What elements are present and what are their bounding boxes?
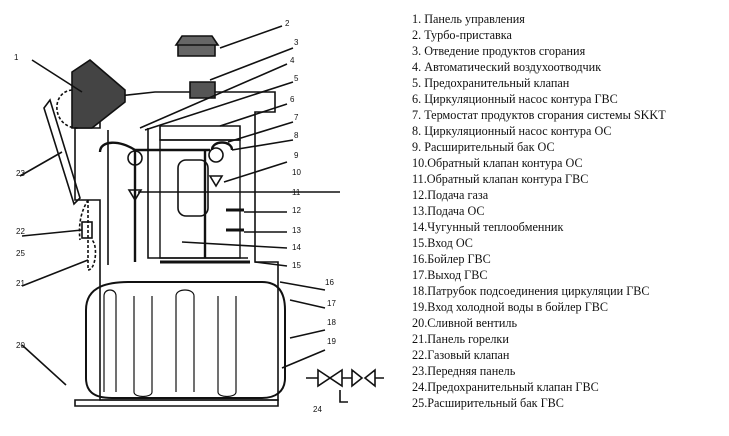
legend-item: 13.Подача ОС: [412, 204, 485, 218]
legend-list: 1. Панель управления 2. Турбо-приставка …: [412, 11, 727, 411]
legend-item: 23.Передняя панель: [412, 364, 516, 378]
control-panel: [71, 58, 126, 129]
legend-item: 7. Термостат продуктов сгорания системы …: [412, 108, 666, 122]
callout-20: 20: [16, 341, 25, 350]
callout-19: 19: [327, 337, 336, 346]
legend-item: 2. Турбо-приставка: [412, 28, 512, 42]
callout-3: 3: [294, 38, 299, 47]
callout-10: 10: [292, 168, 301, 177]
callout-13: 13: [292, 226, 301, 235]
callout-18: 18: [327, 318, 336, 327]
pump-dhw: [127, 150, 143, 166]
callout-15: 15: [292, 261, 301, 270]
callout-8: 8: [294, 131, 299, 140]
legend-item: 25.Расширительный бак ГВС: [412, 396, 564, 410]
callout-21: 21: [16, 279, 25, 288]
legend-item: 24.Предохранительный клапан ГВС: [412, 380, 599, 394]
callout-22: 22: [16, 227, 25, 236]
legend-item: 19.Вход холодной воды в бойлер ГВС: [412, 300, 608, 314]
callout-7: 7: [294, 113, 299, 122]
coil: [103, 296, 237, 392]
legend-item: 17.Выход ГВС: [412, 268, 488, 282]
callout-labels: 1 2 3 4 5 6 7 8 9 10 11 12 13 14 15 16 1…: [14, 19, 336, 414]
callout-4: 4: [290, 56, 295, 65]
callout-14: 14: [292, 243, 301, 252]
callout-2: 2: [285, 19, 290, 28]
callout-11: 11: [292, 188, 301, 197]
pump-os: [208, 147, 224, 163]
check-valve-dhw: [127, 189, 143, 202]
legend-item: 14.Чугунный теплообменник: [412, 220, 564, 234]
flue-outlet: [189, 81, 216, 99]
legend-item: 4. Автоматический воздухоотводчик: [412, 60, 602, 74]
callout-5: 5: [294, 74, 299, 83]
expansion-tank-os: [177, 159, 209, 217]
legend-item: 21.Панель горелки: [412, 332, 509, 346]
callout-9: 9: [294, 151, 299, 160]
heat-exchanger: [159, 139, 241, 259]
callout-1: 1: [14, 53, 19, 62]
legend-item: 1. Панель управления: [412, 12, 525, 26]
callout-17: 17: [327, 299, 336, 308]
turbo-attachment: [174, 35, 220, 57]
callout-12: 12: [292, 206, 301, 215]
dhw-boiler: [85, 281, 286, 399]
legend-item: 5. Предохранительный клапан: [412, 76, 570, 90]
callout-16: 16: [325, 278, 334, 287]
legend-item: 3. Отведение продуктов сгорания: [412, 44, 586, 58]
legend-item: 9. Расширительный бак ОС: [412, 140, 555, 154]
legend-item: 6. Циркуляционный насос контура ГВС: [412, 92, 618, 106]
front-panel: [43, 98, 81, 206]
legend-item: 8. Циркуляционный насос контура ОС: [412, 124, 612, 138]
safety-valve-dhw: [306, 368, 384, 403]
legend-item: 18.Патрубок подсоединения циркуляции ГВС: [412, 284, 650, 298]
legend-item: 12.Подача газа: [412, 188, 489, 202]
check-valve-os: [208, 175, 224, 188]
legend-item: 11.Обратный клапан контура ГВС: [412, 172, 589, 186]
legend-item: 10.Обратный клапан контура ОС: [412, 156, 583, 170]
gas-valve: [81, 221, 93, 239]
casing-base: [74, 399, 279, 407]
legend-item: 16.Бойлер ГВС: [412, 252, 491, 266]
legend-item: 15.Вход ОС: [412, 236, 473, 250]
callout-6: 6: [290, 95, 295, 104]
callout-24: 24: [313, 405, 322, 414]
callout-23: 23: [16, 169, 25, 178]
callout-25: 25: [16, 249, 25, 258]
legend-item: 20.Сливной вентиль: [412, 316, 518, 330]
legend-item: 22.Газовый клапан: [412, 348, 510, 362]
